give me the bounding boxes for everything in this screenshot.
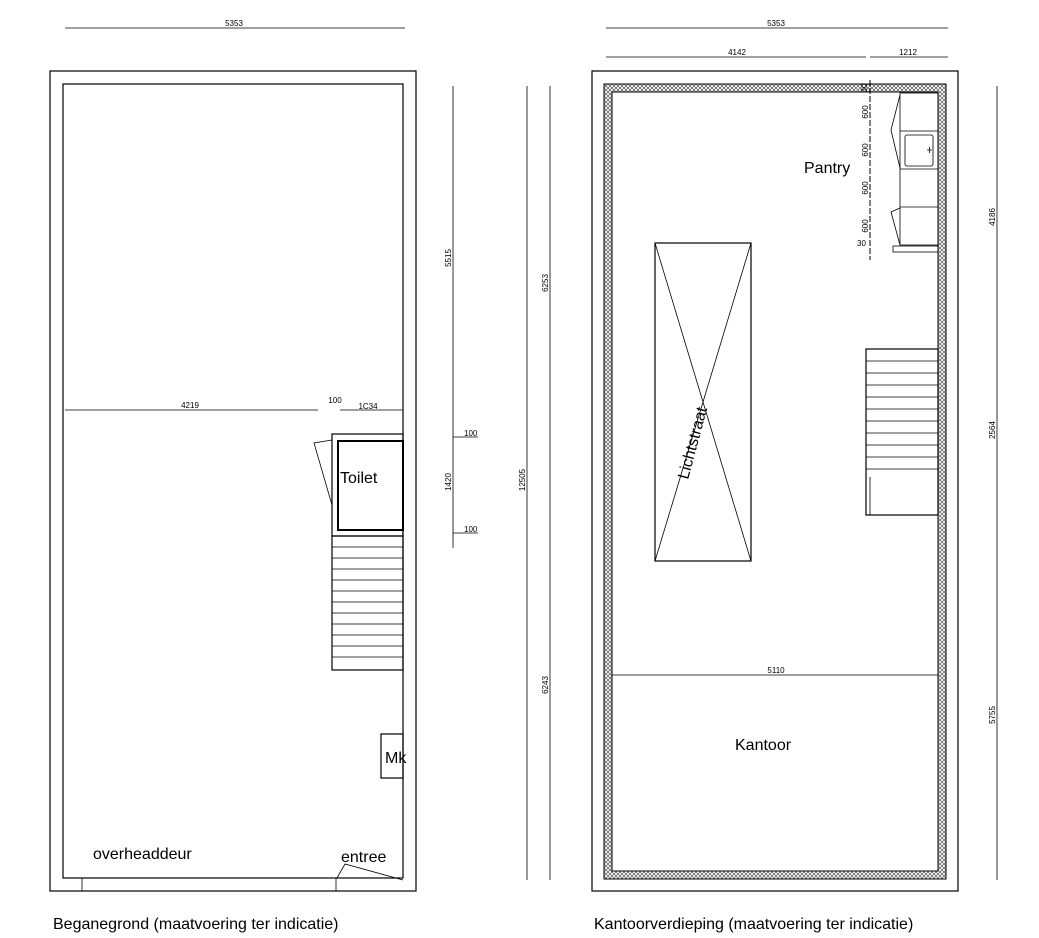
dim-toilet-wall-bottom: 100 [464,525,478,534]
dim-width-total: 5353 [767,19,785,28]
office-label: Kantoor [735,737,792,754]
overhead-door-label: overheaddeur [93,846,192,863]
office-floor-caption: Kantoorverdieping (maatvoering ter indic… [594,916,913,933]
meter-label: Mk [385,750,407,767]
dim-total-length: 12505 [518,468,527,491]
dim-width-left: 4219 [181,401,199,410]
skylight-label: Lichtstraat [675,405,711,481]
ground-stairs [331,535,404,671]
dim-depth-front: 5515 [444,249,453,267]
toilet-label: Toilet [340,470,378,487]
pantry-label: Pantry [804,160,850,177]
dim-right-bottom: 5755 [988,706,997,724]
dim-pantry-2: 600 [861,143,870,157]
pantry-cabinets [890,92,939,253]
dim-pantry-3: 600 [861,181,870,195]
ground-floor-plan: 5353 4219 100 1C34 Toilet Mk overheaddeu… [49,19,478,933]
dim-pantry-1: 600 [861,105,870,119]
dim-toilet-wall-top: 100 [464,429,478,438]
dim-toilet-depth: 1420 [444,473,453,491]
insulation-wall [603,83,947,880]
faucet-icon [927,147,932,153]
dim-pantry-bottom: 30 [857,239,866,248]
length-dimensions: 12505 6253 6243 [518,86,551,880]
dim-upper-length: 6253 [541,274,550,292]
toilet-room [337,440,404,531]
dim-width-total: 5353 [225,19,243,28]
entrance-label: entree [341,849,386,866]
office-floor-plan: 5353 4142 1212 30 600 600 600 600 30 Pan… [591,19,998,933]
ground-floor-caption: Beganegrond (maatvoering ter indicatie) [53,916,339,933]
entrance-door-swing [336,863,404,881]
office-stairs [865,348,939,516]
dim-office-width: 5110 [767,666,785,675]
dim-right-top: 4186 [988,208,997,226]
outer-wall [591,70,959,892]
dim-width-left: 4142 [728,48,746,57]
dim-width-right: 1212 [899,48,917,57]
meter-cupboard [380,733,404,779]
sink [904,134,934,167]
skylight [654,242,752,562]
toilet-door-swing [313,439,333,506]
dim-right-mid: 2564 [988,421,997,439]
overhead-door [81,877,337,892]
dim-toilet-width: 1C34 [358,402,378,411]
dim-pantry-top: 30 [860,83,869,92]
dim-lower-length: 6243 [541,676,550,694]
dim-pantry-4: 600 [861,219,870,233]
dim-gap: 100 [328,396,342,405]
